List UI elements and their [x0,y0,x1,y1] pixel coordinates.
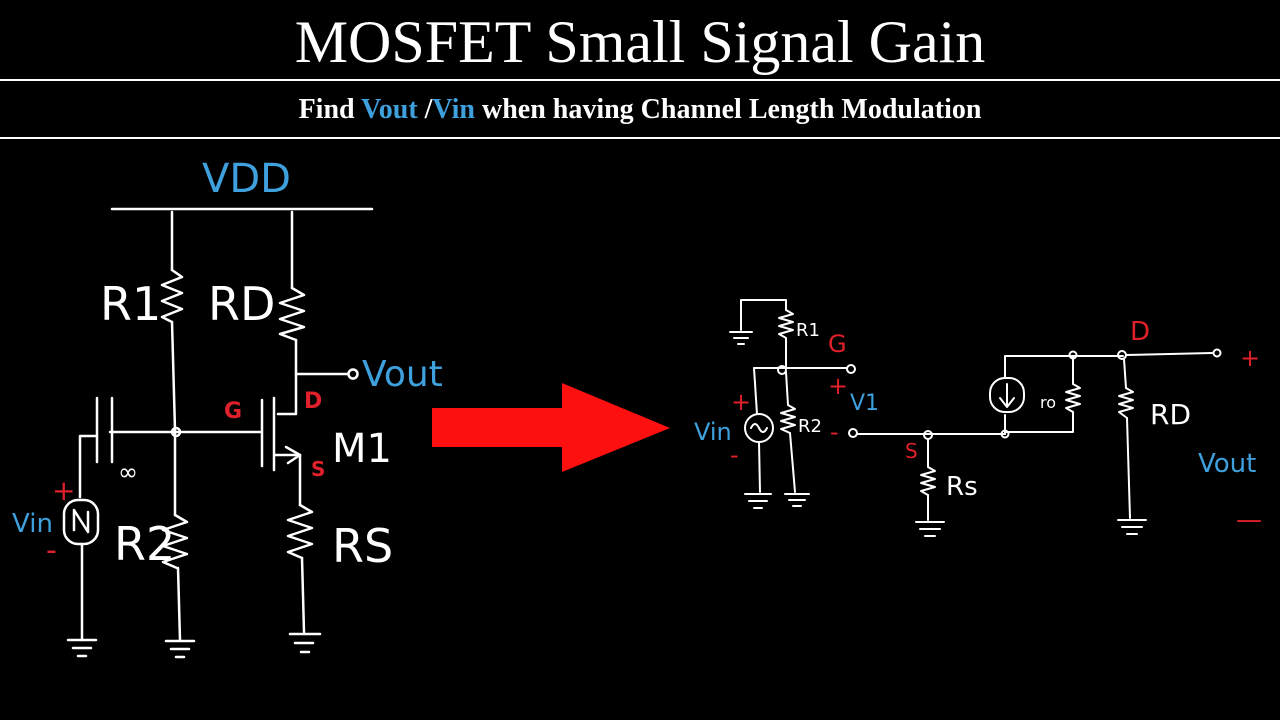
ground-vin [66,638,98,658]
label-vout-right: Vout [1198,449,1256,479]
vout-terminal-right [1212,348,1222,358]
ground-r2-right [784,493,810,507]
bottom-node [1000,429,1010,439]
subtitle-prefix: Find [298,94,362,125]
r1-resistor [160,268,184,324]
label-vin-minus: - [46,533,57,568]
v1-minus-terminal [848,428,858,438]
label-rd: RD [208,277,275,331]
label-vout: Vout [362,354,443,395]
label-g: G [224,399,242,424]
page-title: MOSFET Small Signal Gain [294,9,986,75]
left-labels: VDD R1 RD Vout G D S M1 ∞ + Vin - R2 RS [12,156,443,573]
bottom-divider [0,137,1280,139]
r1-resistor-small [778,309,794,339]
label-minus-right: - [730,441,739,469]
label-plus-top: + [828,372,848,400]
label-rd-right: RD [1150,398,1191,431]
ground-r2 [164,639,196,659]
label-v1: V1 [850,391,879,416]
source-arrow [284,445,302,465]
label-r1: R1 [100,277,161,331]
label-m1: M1 [332,426,392,472]
ground-r1 [729,331,753,345]
label-g-right: G [828,330,847,358]
right-labels: R1 G + V1 - R2 Vin + - S Rs ro D RD Vout… [694,317,1262,535]
right-arrow-icon [432,383,670,472]
label-r2-right: R2 [798,416,822,437]
ac-symbol [72,508,90,534]
label-rs: RS [332,519,393,573]
label-vin: Vin [12,509,53,539]
ac-symbol-small [750,423,768,433]
ro-top-node [1068,350,1078,360]
current-arrow [999,383,1015,408]
label-vin-plus: + [52,474,75,507]
subtitle-suffix: when having Channel Length Modulation [474,94,982,125]
label-d: D [304,389,322,414]
g-node [777,365,787,375]
label-plus-right: + [731,388,751,416]
gate-node [170,426,182,438]
label-out-minus: — [1236,505,1262,535]
label-minus-mid: - [830,418,839,446]
r2-resistor [161,513,189,570]
rs-resistor-small [920,466,936,496]
top-divider [0,79,1280,81]
label-out-plus: + [1240,344,1260,372]
label-ro: ro [1040,393,1056,412]
rd-resistor-small [1118,387,1134,419]
rd-resistor [278,286,306,342]
ground-vin-right [744,493,772,509]
label-s: S [311,457,325,481]
page-subtitle: Find Vout /Vin when having Channel Lengt… [0,92,1280,128]
subtitle-vin: Vin [432,94,475,125]
g-terminal [846,364,856,374]
ground-rs [288,632,322,654]
coupling-capacitor [95,396,114,464]
ro-resistor [1065,383,1081,413]
subtitle-slash: / [417,94,433,125]
label-d-right: D [1130,317,1150,347]
label-s-right: S [905,439,918,463]
subtitle-vout: Vout [361,94,418,125]
label-vin-right: Vin [694,418,732,446]
label-rs-right: Rs [946,472,978,502]
vin-source [62,498,100,546]
r2-resistor-small [780,404,796,434]
ground-rd-right [1117,519,1147,535]
label-r2: R2 [114,517,175,571]
current-source [989,377,1025,413]
label-cap: ∞ [118,458,138,486]
ground-rs-right [915,521,945,537]
label-vdd: VDD [202,156,291,202]
vout-terminal [347,368,359,380]
label-r1-right: R1 [796,320,820,341]
rs-resistor [286,503,314,560]
right-circuit [729,299,1222,537]
left-circuit [62,207,374,659]
